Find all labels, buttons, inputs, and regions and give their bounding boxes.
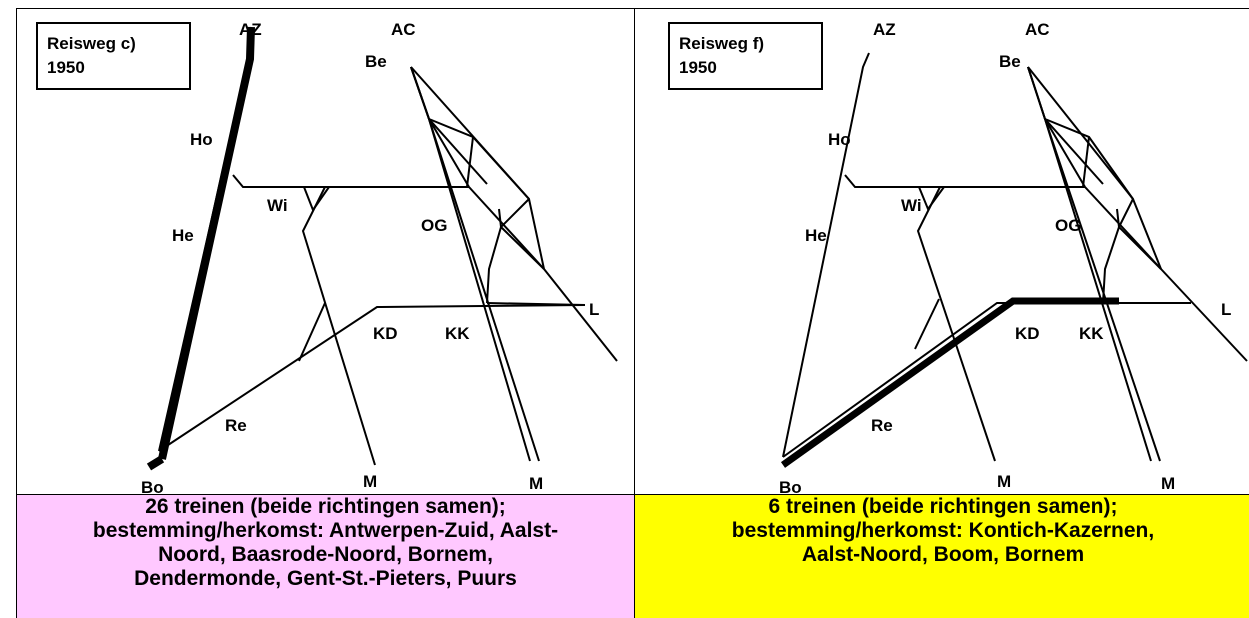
route-bo-kd-kk (780, 297, 1119, 468)
track-og-se (468, 186, 545, 270)
caption-line: bestemming/herkomst: Antwerpen-Zuid, Aal… (92, 519, 559, 542)
station-m-2: M (529, 474, 543, 493)
track-wi-m (301, 186, 376, 466)
track-diag-2 (1116, 208, 1162, 270)
station-m-1: M (997, 472, 1011, 491)
title-box-line1: Reisweg c) (47, 34, 136, 53)
track-bo-kd-l (782, 302, 1191, 458)
track-east-loop (428, 118, 545, 270)
highlighted-route-c (146, 26, 255, 471)
station-az: AZ (239, 20, 262, 39)
route-az-bo (158, 26, 255, 460)
station-he: He (805, 226, 827, 245)
caption-line: Dendermonde, Gent-St.-Pieters, Puurs (134, 567, 517, 590)
track-wi-m (916, 186, 996, 462)
track-cross-1 (1082, 136, 1090, 188)
station-kk: KK (1079, 324, 1104, 343)
station-m-1: M (363, 472, 377, 491)
rail-map-c: Reisweg c) 1950 (36, 20, 618, 497)
station-l: L (1221, 300, 1231, 319)
station-re: Re (871, 416, 893, 435)
caption-f: 6 treinen (beide richtingen samen); best… (635, 494, 1249, 618)
track-network (158, 26, 618, 466)
station-re: Re (225, 416, 247, 435)
track-wi-wye (303, 186, 330, 213)
track-to-l (1160, 268, 1248, 362)
caption-line: Aalst-Noord, Boom, Bornem (801, 543, 1085, 566)
route-bo-end (146, 455, 165, 471)
title-box-line2: 1950 (679, 58, 717, 77)
station-wi: Wi (267, 196, 288, 215)
rail-map-f: Reisweg f) 1950 (668, 20, 1248, 497)
caption-line: 26 treinen (beide richtingen samen); (145, 495, 506, 518)
station-ho: Ho (828, 130, 851, 149)
highlighted-route-f (780, 297, 1119, 468)
station-ac: AC (391, 20, 416, 39)
track-ac-m-1 (410, 66, 531, 462)
track-east-loop (1044, 118, 1162, 270)
comparison-table: Reisweg c) 1950 (16, 8, 1249, 618)
station-be: Be (365, 52, 387, 71)
track-network (782, 52, 1248, 462)
station-bo: Bo (779, 478, 802, 497)
track-bo-kd-l (158, 304, 586, 452)
track-az-bo (782, 52, 870, 458)
station-he: He (172, 226, 194, 245)
track-kd-spur (914, 298, 940, 350)
track-diag-1 (1044, 118, 1104, 185)
track-east-branch (1102, 198, 1134, 304)
station-kk: KK (445, 324, 470, 343)
track-cross-1 (466, 136, 474, 188)
track-diag-1 (428, 118, 488, 185)
map-panel-c: Reisweg c) 1950 (16, 8, 635, 497)
station-l: L (589, 300, 599, 319)
track-kd-spur (298, 302, 326, 362)
station-og: OG (421, 216, 447, 235)
caption-line: Noord, Baasrode-Noord, Bornem, (158, 543, 493, 566)
station-az: AZ (873, 20, 896, 39)
track-to-l (543, 268, 618, 362)
station-bo: Bo (141, 478, 164, 497)
track-wi-og (232, 174, 469, 188)
track-diag-2 (498, 208, 545, 270)
station-wi: Wi (901, 196, 922, 215)
station-ac: AC (1025, 20, 1050, 39)
station-be: Be (999, 52, 1021, 71)
caption-line: 6 treinen (beide richtingen samen); (768, 495, 1118, 518)
station-ho: Ho (190, 130, 213, 149)
title-box-line1: Reisweg f) (679, 34, 764, 53)
map-panel-f: Reisweg f) 1950 (635, 8, 1249, 497)
title-box (668, 22, 823, 90)
track-ac-m-2 (1027, 66, 1161, 462)
station-kd: KD (373, 324, 398, 343)
station-m-2: M (1161, 474, 1175, 493)
caption-c: 26 treinen (beide richtingen samen); bes… (16, 494, 635, 618)
track-wi-og (844, 174, 1085, 188)
station-og: OG (1055, 216, 1081, 235)
caption-line: bestemming/herkomst: Kontich-Kazernen, (731, 519, 1155, 542)
track-east-branch (486, 198, 530, 304)
track-kk-l (486, 302, 586, 306)
title-box-line2: 1950 (47, 58, 85, 77)
title-box (36, 22, 191, 90)
track-be-og (410, 66, 470, 188)
station-kd: KD (1015, 324, 1040, 343)
